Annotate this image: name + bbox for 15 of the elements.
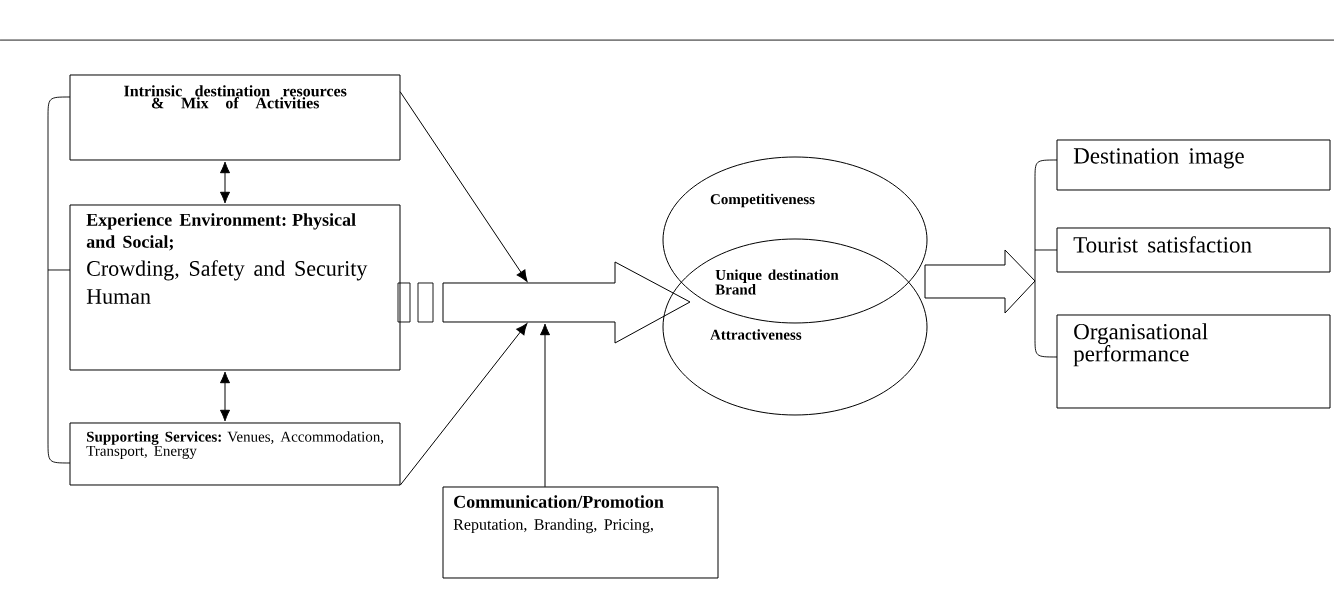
block-arrow <box>924 249 1036 314</box>
text-box: Organisational performance <box>1056 314 1331 409</box>
arrow <box>219 371 231 422</box>
block-arrow <box>442 261 691 344</box>
text-box: Experience Environment: Physical and Social; Crowding, Safety and Security Human <box>69 204 401 371</box>
text-box: Communication/Promotion Reputation, Branding, Pricing, <box>442 486 719 579</box>
arrow <box>539 323 551 488</box>
text-box: Destination image <box>1056 139 1331 191</box>
arrow <box>399 323 528 486</box>
text-box: Tourist satisfaction <box>1056 227 1331 273</box>
text-box: Intrinsic destination resources & Mix of Activities <box>69 74 401 161</box>
arrow <box>399 91 528 282</box>
overlap-label: Unique destination Brand <box>715 269 839 295</box>
arrow <box>219 161 231 204</box>
text-box: Supporting Services: Venues, Accommodation, Transport, Energy <box>69 422 401 486</box>
